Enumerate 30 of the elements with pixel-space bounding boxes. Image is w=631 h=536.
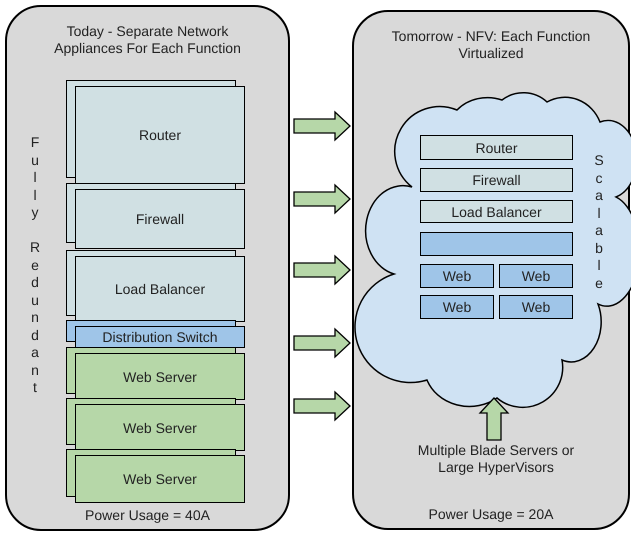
appliance-box: Web <box>420 295 494 319</box>
vertical-text: Fully Redundant <box>28 134 42 396</box>
vertical-text: Scalable <box>593 152 605 292</box>
appliance-box: Load Balancer <box>420 200 573 223</box>
block-arrow <box>293 184 351 214</box>
block-arrow <box>293 110 351 142</box>
appliance-box: Load Balancer <box>75 256 245 322</box>
block-arrow <box>293 254 351 286</box>
appliance-box: Web <box>420 264 494 288</box>
appliance-box: Web Server <box>75 353 245 400</box>
appliance-box: Distribution Switch <box>75 326 245 348</box>
appliance-box: Web Server <box>75 455 245 503</box>
appliance-box: Firewall <box>420 168 573 192</box>
power-usage: Power Usage = 20A <box>428 505 554 524</box>
caption-text: Multiple Blade Servers or Large HyperVisors <box>402 442 590 486</box>
appliance-box: Router <box>75 86 245 184</box>
panel <box>5 5 290 531</box>
power-usage: Power Usage = 40A <box>84 506 211 525</box>
panel-title: Today - Separate Network Appliances For Each Function <box>53 23 242 57</box>
appliance-box: Router <box>420 135 573 160</box>
empty-box <box>420 232 573 256</box>
block-arrow <box>478 397 510 441</box>
appliance-box: Web Server <box>75 404 245 451</box>
appliance-box: Web <box>499 295 573 319</box>
block-arrow <box>293 328 351 358</box>
panel <box>352 10 630 530</box>
panel-title: Tomorrow - NFV: Each Function Virtualized <box>390 28 592 62</box>
appliance-box: Web <box>499 264 573 288</box>
block-arrow <box>293 390 351 422</box>
appliance-box: Firewall <box>75 189 245 249</box>
